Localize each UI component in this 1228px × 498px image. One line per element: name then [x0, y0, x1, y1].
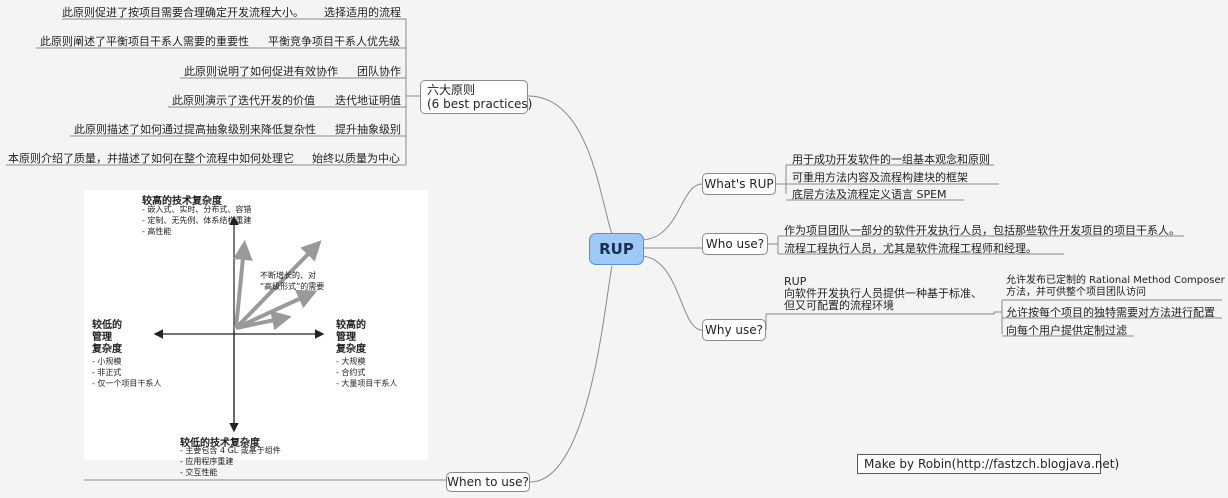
- quad-left-title-1: 较低的: [92, 320, 122, 331]
- quadrant-axes: [153, 215, 325, 433]
- whats-rup-node[interactable]: What's RUP: [702, 173, 776, 195]
- curve-when: [529, 265, 613, 483]
- quad-top-items: - 嵌入式、实时、分布式、容错 - 定制、无先例、体系结构重建 - 高性能: [142, 204, 251, 237]
- principle-name-5: 提升抽象级别: [335, 123, 401, 136]
- curve-six: [527, 95, 613, 235]
- quad-right-title-2: 管理: [336, 332, 356, 343]
- quad-left-item-3: - 仅一个项目干系人: [92, 379, 162, 388]
- growth-arrow-1: [232, 240, 253, 329]
- quad-bottom-item-1: - 主要包含 4 GL 或基于组件: [180, 446, 281, 455]
- principle-desc-5: 此原则描述了如何通过提高抽象级别来降低复杂性: [74, 123, 316, 136]
- six-principles-node[interactable]: 六大原则 (6 best practices): [420, 80, 533, 114]
- quad-right-item-3: - 大量项目干系人: [336, 379, 398, 388]
- quad-left-title-3: 复杂度: [92, 344, 122, 355]
- growth-arrow-4: [235, 310, 292, 331]
- principle-name-4: 迭代地证明值: [335, 94, 401, 107]
- quadrant-panel: 较高的技术复杂度 - 嵌入式、实时、分布式、容错 - 定制、无先例、体系结构重建…: [84, 190, 428, 460]
- why-use-main-line-3: 但又可配置的流程环境: [784, 299, 894, 312]
- quad-right-item-1: - 大规模: [336, 357, 366, 366]
- quad-right-items: - 大规模 - 合约式 - 大量项目干系人: [336, 356, 397, 389]
- six-principles-title-en: (6 best practices): [427, 97, 533, 111]
- why-use-main-line-2: 向软件开发执行人员提供一种基于标准、: [784, 287, 982, 300]
- who-use-item-2: 流程工程执行人员，尤其是软件流程工程师和经理。: [784, 242, 1037, 255]
- root-node[interactable]: RUP: [589, 233, 644, 265]
- whats-rup-item-2: 可重用方法内容及流程构建块的框架: [792, 171, 968, 184]
- why-use-item-2: 允许按每个项目的独特需要对方法进行配置: [1006, 306, 1215, 319]
- quad-left-item-1: - 小规模: [92, 357, 122, 366]
- why-use-item-1-line-2: 方法，并可供整个项目团队访问: [1006, 287, 1146, 298]
- principle-desc-1: 此原则促进了按项目需要合理确定开发流程大小。: [62, 6, 304, 19]
- quad-bottom-item-3: - 交互性能: [180, 468, 218, 477]
- growth-arrow-2: [234, 240, 322, 330]
- curve-whats: [639, 183, 703, 241]
- why-use-item-1-line-1: 允许发布已定制的 Rational Method Composer: [1006, 275, 1225, 286]
- whats-rup-item-3: 底层方法及流程定义语言 SPEM: [792, 188, 947, 201]
- curve-why: [639, 255, 703, 331]
- when-to-use-node[interactable]: When to use?: [446, 472, 530, 492]
- principle-name-1: 选择适用的流程: [324, 6, 401, 19]
- quad-center-note-1: 不断增长的、对: [260, 271, 316, 280]
- why-use-item-1: 允许发布已定制的 Rational Method Composer 方法，并可供…: [1006, 275, 1225, 299]
- who-link: [768, 236, 779, 254]
- quad-top-item-3: - 高性能: [142, 227, 172, 236]
- whats-rup-item-1: 用于成功开发软件的一组基本观念和原则: [792, 153, 990, 166]
- who-use-node[interactable]: Who use?: [702, 233, 768, 255]
- principle-name-6: 始终以质量为中心: [312, 152, 400, 165]
- quad-right-title-1: 较高的: [336, 320, 366, 331]
- quad-right-title: 较高的 管理 复杂度: [336, 320, 366, 356]
- quad-bottom-items: - 主要包含 4 GL 或基于组件: [180, 446, 281, 455]
- why-use-item-3: 向每个用户提供定制过滤: [1006, 324, 1127, 337]
- quad-bottom-items-extra: - 应用程序重建 - 交互性能: [180, 456, 233, 478]
- quad-center-note-2: “高级形式”的需要: [260, 282, 325, 291]
- quad-left-title: 较低的 管理 复杂度: [92, 320, 122, 356]
- principle-desc-6: 本原则介绍了质量，并描述了如何在整个流程中如何处理它: [8, 152, 294, 165]
- principle-desc-3: 此原则说明了如何促进有效协作: [184, 65, 338, 78]
- why-use-main: RUP 向软件开发执行人员提供一种基于标准、 但又可配置的流程环境: [784, 276, 982, 312]
- principle-name-3: 团队协作: [357, 65, 401, 78]
- credit-label: Make by Robin(http://fastzch.blogjava.ne…: [857, 454, 1119, 474]
- quad-top-item-2: - 定制、无先例、体系结构重建: [142, 216, 252, 225]
- why-use-node[interactable]: Why use?: [702, 319, 766, 341]
- principle-name-2: 平衡竞争项目干系人优先级: [268, 35, 400, 48]
- who-use-item-1: 作为项目团队一部分的软件开发执行人员，包括那些软件开发项目的项目干系人。: [784, 224, 1180, 237]
- principle-desc-2: 此原则阐述了平衡项目干系人需要的重要性: [40, 35, 249, 48]
- why-link: [765, 311, 1002, 330]
- quad-left-title-2: 管理: [92, 332, 112, 343]
- why-use-main-line-1: RUP: [784, 275, 807, 288]
- whats-link: [776, 165, 787, 194]
- six-principles-title-cn: 六大原则: [427, 83, 476, 97]
- quad-top-title: 较高的技术复杂度: [142, 196, 222, 207]
- quad-right-item-2: - 合约式: [336, 368, 366, 377]
- principle-desc-4: 此原则演示了迭代开发的价值: [172, 94, 315, 107]
- quad-bottom-title: 较低的技术复杂度: [180, 438, 260, 449]
- quad-bottom-item-2: - 应用程序重建: [180, 457, 234, 466]
- quad-center-note: 不断增长的、对 “高级形式”的需要: [260, 270, 324, 292]
- quad-left-items: - 小规模 - 非正式 - 仅一个项目干系人: [92, 356, 161, 389]
- quad-left-item-2: - 非正式: [92, 368, 122, 377]
- quad-right-title-3: 复杂度: [336, 344, 366, 355]
- growth-arrow-3: [235, 289, 318, 330]
- quad-top-item-1: - 嵌入式、实时、分布式、容错: [142, 205, 252, 214]
